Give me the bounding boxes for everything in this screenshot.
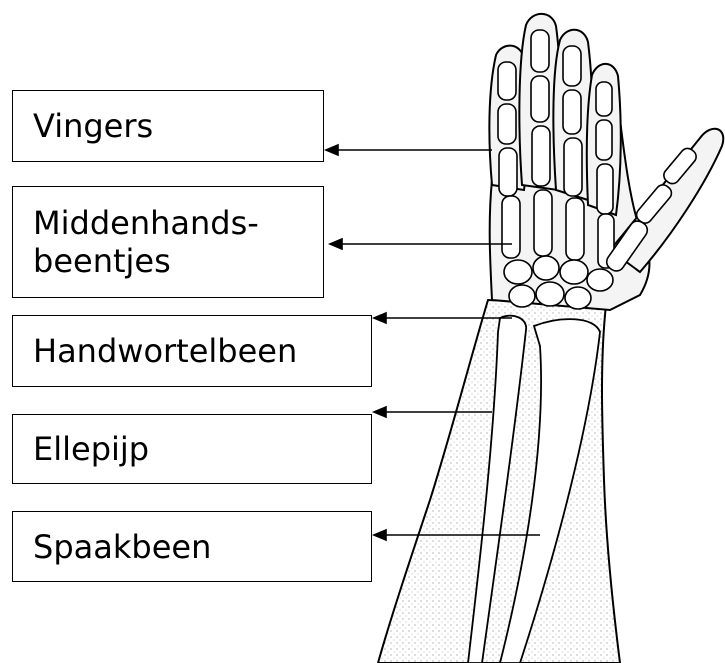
label-middenhandsbeentjes-text: Middenhands- beentjes <box>33 204 259 280</box>
label-ellepijp: Ellepijp <box>12 414 372 484</box>
label-spaakbeen-text: Spaakbeen <box>33 528 211 566</box>
arrowhead-vingers <box>326 145 338 155</box>
arrowhead-handwortelbeen <box>374 313 386 323</box>
arrowhead-spaakbeen <box>374 530 386 540</box>
label-middenhandsbeentjes-line1: Middenhands- <box>33 204 259 242</box>
label-ellepijp-text: Ellepijp <box>33 430 149 468</box>
label-handwortelbeen: Handwortelbeen <box>12 315 372 387</box>
label-spaakbeen: Spaakbeen <box>12 511 372 582</box>
label-vingers-text: Vingers <box>33 107 153 145</box>
label-handwortelbeen-text: Handwortelbeen <box>33 332 297 370</box>
label-middenhandsbeentjes: Middenhands- beentjes <box>12 186 324 298</box>
label-middenhandsbeentjes-line2: beentjes <box>33 242 259 280</box>
label-vingers: Vingers <box>12 90 324 162</box>
arrowhead-ellepijp <box>374 407 386 417</box>
arrowhead-middenhands <box>330 239 342 249</box>
